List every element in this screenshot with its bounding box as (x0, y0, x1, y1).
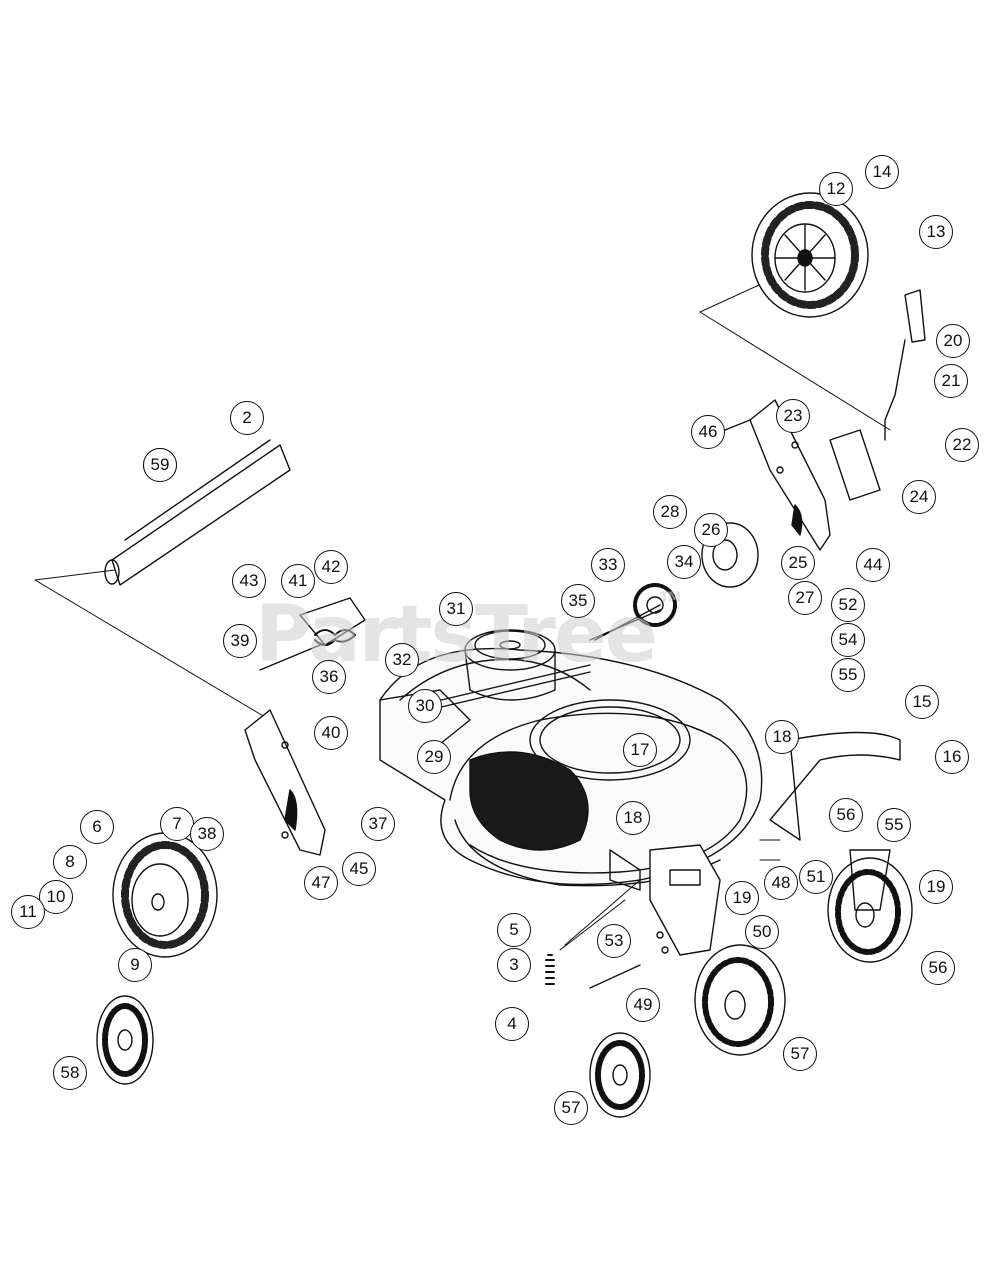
bracket-24 (829, 429, 881, 501)
callout-18: 18 (616, 801, 650, 835)
rear-bar (104, 439, 291, 586)
callout-19: 19 (725, 881, 759, 915)
front-axle (649, 731, 901, 956)
callout-4: 4 (495, 1007, 529, 1041)
callout-58: 58 (53, 1056, 87, 1090)
callout-18: 18 (765, 720, 799, 754)
callout-55: 55 (877, 808, 911, 842)
callout-54: 54 (831, 623, 865, 657)
callout-33: 33 (591, 548, 625, 582)
callout-12: 12 (819, 172, 853, 206)
callout-34: 34 (667, 545, 701, 579)
front-left-wheel (694, 944, 786, 1056)
bolt-50 (589, 964, 641, 989)
drive-shaft (419, 664, 591, 706)
callout-23: 23 (776, 399, 810, 433)
drive-pulley (464, 629, 556, 701)
callout-7: 7 (160, 807, 194, 841)
callout-26: 26 (694, 513, 728, 547)
callout-9: 9 (118, 948, 152, 982)
callout-28: 28 (653, 495, 687, 529)
callout-3: 3 (497, 948, 531, 982)
front-right-wheel (827, 849, 913, 963)
callout-38: 38 (190, 817, 224, 851)
spring-5 (545, 954, 555, 985)
callout-47: 47 (304, 866, 338, 900)
hubcap-58 (589, 1032, 651, 1118)
callout-50: 50 (745, 915, 779, 949)
callout-16: 16 (935, 740, 969, 774)
hubcap-59 (96, 995, 154, 1085)
callout-21: 21 (934, 364, 968, 398)
callout-39: 39 (223, 624, 257, 658)
callout-31: 31 (439, 592, 473, 626)
callout-48: 48 (764, 866, 798, 900)
callout-2: 2 (230, 401, 264, 435)
callout-29: 29 (417, 740, 451, 774)
sprocket (594, 583, 677, 641)
rod-40 (259, 644, 321, 671)
height-lever (884, 289, 926, 441)
callout-14: 14 (865, 155, 899, 189)
callout-22: 22 (945, 428, 979, 462)
rear-right-wheel (751, 192, 869, 318)
callout-57: 57 (554, 1091, 588, 1125)
leader-lines (34, 279, 891, 951)
callout-11: 11 (11, 895, 45, 929)
bolt-47 (719, 419, 751, 433)
callout-5: 5 (497, 913, 531, 947)
discharge-opening (529, 699, 691, 781)
callout-43: 43 (232, 564, 266, 598)
callout-8: 8 (53, 845, 87, 879)
callout-53: 53 (597, 924, 631, 958)
callout-45: 45 (342, 852, 376, 886)
callout-24: 24 (902, 480, 936, 514)
callout-19: 19 (919, 870, 953, 904)
callout-41: 41 (281, 564, 315, 598)
callout-27: 27 (788, 581, 822, 615)
callout-46: 46 (691, 415, 725, 449)
callout-40: 40 (314, 716, 348, 750)
callout-59: 59 (143, 448, 177, 482)
callout-20: 20 (936, 324, 970, 358)
callout-6: 6 (80, 810, 114, 844)
height-bracket-right (749, 399, 831, 551)
callout-35: 35 (561, 584, 595, 618)
bolt-36 (589, 609, 661, 641)
spring-bracket (299, 597, 366, 646)
callout-51: 51 (799, 860, 833, 894)
callout-30: 30 (408, 689, 442, 723)
callout-25: 25 (781, 546, 815, 580)
callout-57: 57 (783, 1037, 817, 1071)
callout-56: 56 (829, 798, 863, 832)
mower-deck (379, 647, 763, 891)
callout-15: 15 (905, 685, 939, 719)
callout-36: 36 (312, 660, 346, 694)
callout-13: 13 (919, 215, 953, 249)
callout-52: 52 (831, 588, 865, 622)
callout-44: 44 (856, 548, 890, 582)
callout-55: 55 (831, 658, 865, 692)
callout-10: 10 (39, 880, 73, 914)
callout-49: 49 (626, 988, 660, 1022)
rear-left-wheel (112, 832, 218, 958)
height-bracket-left (244, 709, 326, 856)
callout-32: 32 (385, 643, 419, 677)
callout-37: 37 (361, 807, 395, 841)
callout-42: 42 (314, 550, 348, 584)
callout-17: 17 (623, 733, 657, 767)
callout-56: 56 (921, 951, 955, 985)
